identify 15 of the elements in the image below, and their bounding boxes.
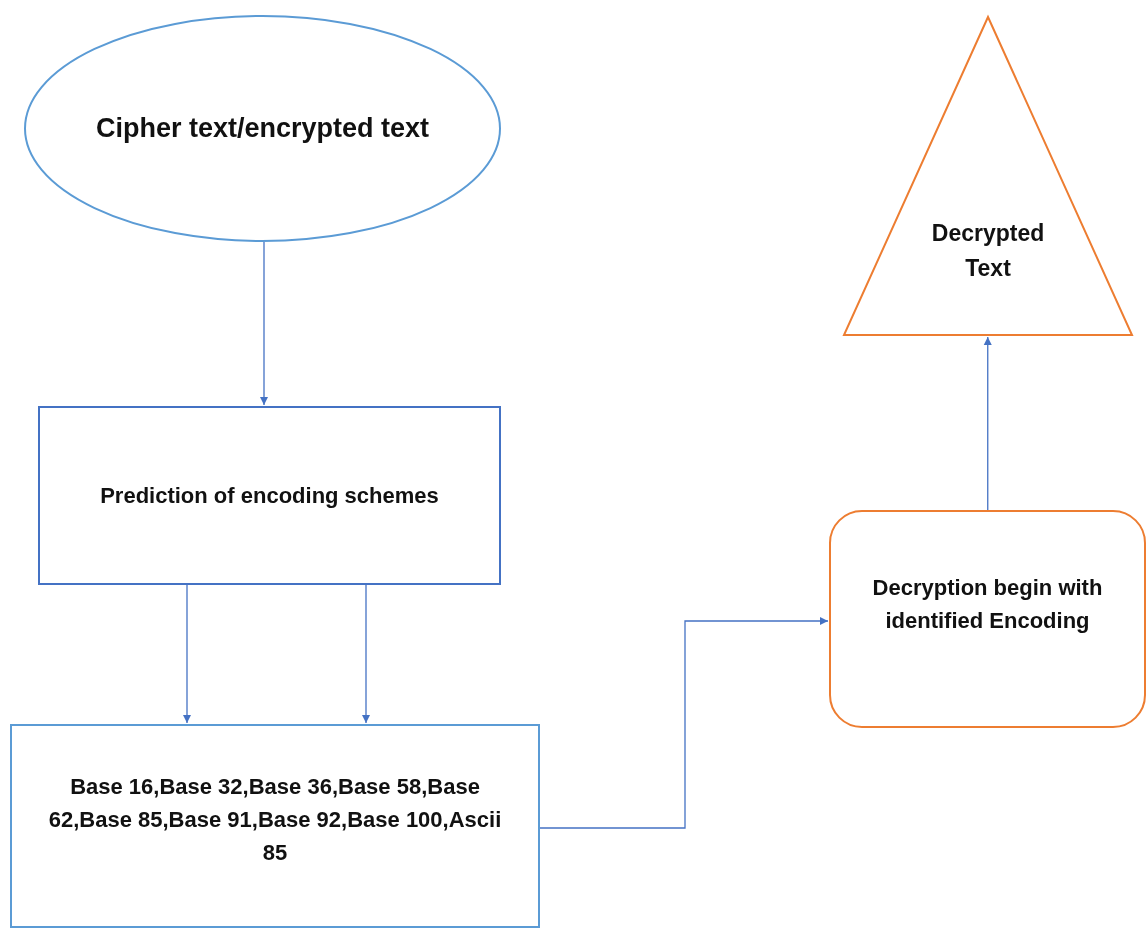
arrow bbox=[362, 584, 370, 724]
node-label: Decrypted Text bbox=[931, 219, 1045, 283]
arrow bbox=[260, 241, 268, 406]
node-label: Base 16,Base 32,Base 36,Base 58,Base 62,Base 85,Base 91,Base 92,Base 100,Ascii 85 bbox=[47, 773, 503, 867]
start-ellipse bbox=[24, 15, 501, 242]
node-label: Decryption begin with identified Encoding bbox=[871, 574, 1104, 635]
end-triangle bbox=[843, 16, 1133, 336]
process-box bbox=[10, 724, 540, 928]
node-label: Prediction of encoding schemes bbox=[100, 482, 439, 510]
arrow bbox=[983, 336, 992, 511]
arrow bbox=[183, 584, 191, 724]
node-label: Cipher text/encrypted text bbox=[95, 112, 430, 146]
process-box bbox=[829, 510, 1146, 728]
arrow bbox=[539, 617, 829, 829]
process-box bbox=[38, 406, 501, 585]
